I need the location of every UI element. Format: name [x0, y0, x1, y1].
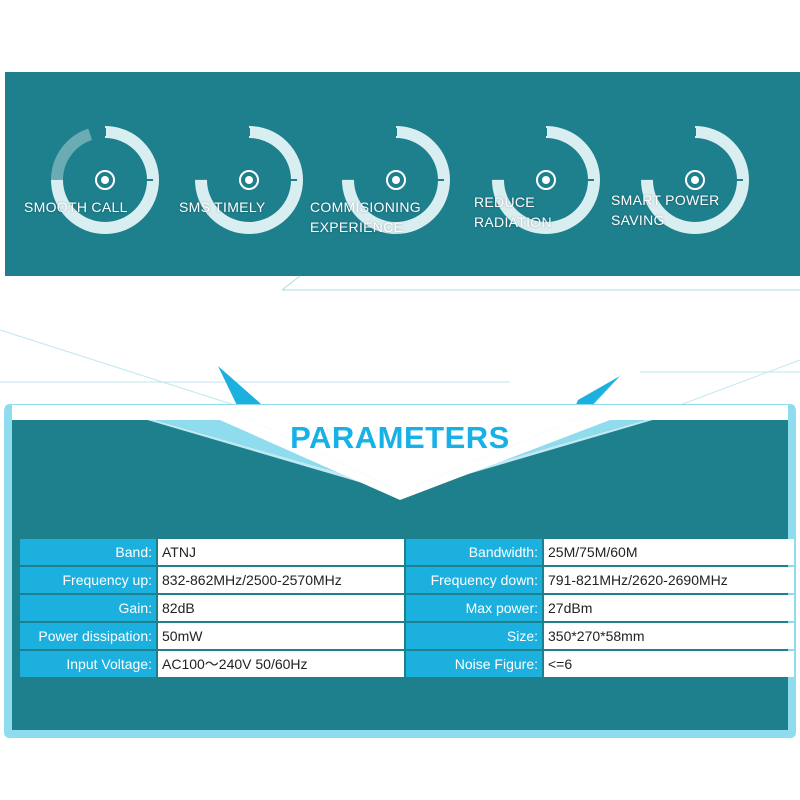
param-label: Frequency down:: [406, 567, 542, 593]
param-value: <=6: [544, 651, 794, 677]
param-value: 832-862MHz/2500-2570MHz: [158, 567, 404, 593]
param-label: Max power:: [406, 595, 542, 621]
param-label: Input Voltage:: [20, 651, 156, 677]
table-row: Gain: 82dB Max power: 27dBm: [20, 595, 794, 621]
feature-label: SMS TIMELY: [179, 199, 266, 215]
param-label: Band:: [20, 539, 156, 565]
features-banner: SMOOTH CALL SMS TIMELY COMMISIONING EXPE…: [5, 72, 800, 276]
table-row: Frequency up: 832-862MHz/2500-2570MHz Fr…: [20, 567, 794, 593]
feature-label-2: SAVING: [611, 212, 665, 228]
feature-label: SMART POWER: [611, 192, 720, 208]
param-value: 25M/75M/60M: [544, 539, 794, 565]
feature-label: REDUCE: [474, 194, 535, 210]
param-label: Frequency up:: [20, 567, 156, 593]
gauge-icon: [195, 126, 303, 234]
gauge-icon: [342, 126, 450, 234]
param-value: ATNJ: [158, 539, 404, 565]
param-value: 791-821MHz/2620-2690MHz: [544, 567, 794, 593]
feature-smart-power: SMART POWER SAVING: [609, 72, 749, 276]
page-title: PARAMETERS: [290, 420, 510, 455]
param-label: Bandwidth:: [406, 539, 542, 565]
param-label: Power dissipation:: [20, 623, 156, 649]
gauge-icon: [641, 126, 749, 234]
feature-commisioning: COMMISIONING EXPERIENCE: [310, 72, 450, 276]
feature-sms-timely: SMS TIMELY: [163, 72, 303, 276]
param-label: Gain:: [20, 595, 156, 621]
table-row: Input Voltage: AC100～240V 50/60Hz Noise …: [20, 651, 794, 677]
feature-label-2: EXPERIENCE: [310, 219, 404, 235]
feature-reduce-radiation: REDUCE RADIATION: [460, 72, 600, 276]
param-value: 27dBm: [544, 595, 794, 621]
parameters-table: Band: ATNJ Bandwidth: 25M/75M/60M Freque…: [18, 537, 796, 679]
param-value: 50mW: [158, 623, 404, 649]
feature-label: COMMISIONING: [310, 199, 421, 215]
param-value: 82dB: [158, 595, 404, 621]
param-value: 350*270*58mm: [544, 623, 794, 649]
table-row: Band: ATNJ Bandwidth: 25M/75M/60M: [20, 539, 794, 565]
gauge-icon: [492, 126, 600, 234]
param-value: AC100～240V 50/60Hz: [158, 651, 404, 677]
param-label: Noise Figure:: [406, 651, 542, 677]
table-row: Power dissipation: 50mW Size: 350*270*58…: [20, 623, 794, 649]
feature-label: SMOOTH CALL: [24, 199, 128, 215]
param-label: Size:: [406, 623, 542, 649]
feature-smooth-call: SMOOTH CALL: [19, 72, 159, 276]
gauge-icon: [51, 126, 159, 234]
feature-label-2: RADIATION: [474, 214, 552, 230]
